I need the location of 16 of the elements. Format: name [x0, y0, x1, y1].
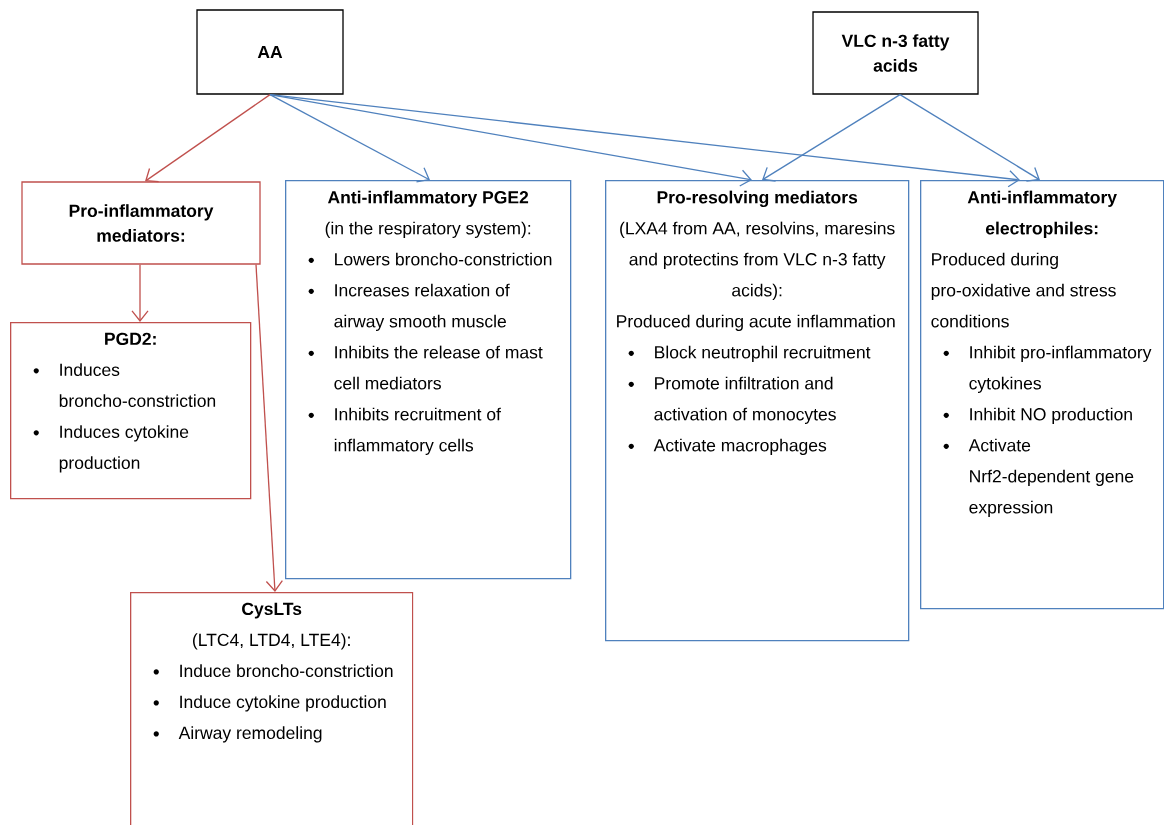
arrow [269, 94, 752, 187]
arrow [269, 94, 1020, 188]
arrow [899, 94, 1040, 182]
text-box: Anti-inflammatory PGE2 (in the respiratory system): Lowers broncho-constriction Increases relaxation of airway smooth muscle Inhibits the release of mast cell mediators Inhibits recruitment of inflammatory cells [285, 180, 572, 580]
arrow [131, 264, 149, 322]
text-box: CysLTs (LTC4, LTD4, LTE4): Induce broncho-constriction Induce cytokine production Airway remodeling [130, 592, 414, 825]
arrow [762, 94, 901, 182]
arrow [145, 94, 271, 183]
box: Pro-inflammatory mediators: [21, 181, 261, 265]
text-box: Anti-inflammatory electrophiles: Produced during pro-oxidative and stress conditions Inhibit pro-inflammatory cytokines Inhibit NO production Activate Nrf2-dependent gene expression [920, 180, 1164, 610]
box: VLC n-3 fatty acids [812, 11, 979, 95]
text-box: PGD2: Induces broncho-constriction Induces cytokine production [10, 322, 252, 500]
box: AA [196, 9, 344, 95]
arrow [269, 94, 430, 183]
text-box: Pro-resolving mediators (LXA4 from AA, resolvins, maresins and protectins from VLC n-3 fatty acids): Produced during acute inflammation Block neutrophil recruitment Promote infiltration and activation of monocytes Activate macrophages [605, 180, 910, 642]
arrow [255, 264, 283, 592]
